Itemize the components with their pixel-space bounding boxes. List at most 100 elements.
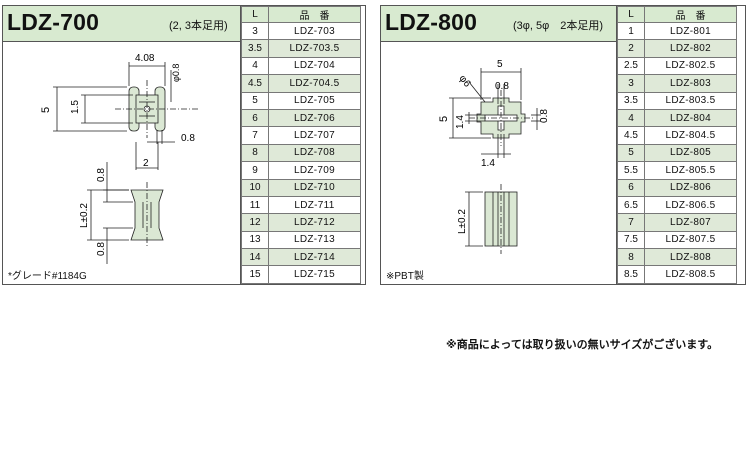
part-number-cell: LDZ-808 [644, 248, 737, 267]
length-cell: 7 [617, 213, 645, 232]
availability-footnote: ※商品によっては取り扱いの無いサイズがございます。 [446, 339, 719, 351]
ldz-800-col-l: L [617, 6, 645, 23]
part-number-cell: LDZ-712 [268, 213, 361, 232]
ldz-700-dim-bot: 0.8 [96, 242, 107, 256]
ldz-800-header: LDZ-800 (3φ, 5φ 2本足用) [381, 6, 616, 42]
part-number-cell: LDZ-704 [268, 56, 361, 76]
part-number-cell: LDZ-805 [644, 143, 737, 163]
ldz-700-title: LDZ-700 [7, 9, 100, 35]
length-cell: 9 [241, 161, 269, 180]
part-number-cell: LDZ-706 [268, 108, 361, 128]
length-cell: 7 [241, 126, 269, 145]
ldz-800-divider [616, 6, 617, 284]
ldz-700-dim-t: 0.8 [181, 133, 195, 144]
ldz-800-drawing: 5 0.8 φ6 5 1.4 1.4 0.8 L±0.2 [438, 59, 550, 254]
length-cell: 5 [617, 143, 645, 163]
ldz-700-dim-s: 1.5 [70, 100, 81, 114]
part-number-cell: LDZ-806.5 [644, 195, 737, 215]
length-cell: 2 [617, 39, 645, 58]
ldz-800-title: LDZ-800 [385, 9, 478, 35]
length-cell: 1 [617, 21, 645, 41]
length-cell: 10 [241, 178, 269, 197]
ldz-700-dim-w: 4.08 [135, 53, 155, 64]
ldz-700-dim-top: 0.8 [96, 168, 107, 182]
length-cell: 5 [241, 91, 269, 110]
part-number-cell: LDZ-704.5 [268, 74, 361, 93]
length-cell: 14 [241, 248, 269, 267]
ldz-800-panel: LDZ-800 (3φ, 5φ 2本足用) [380, 5, 746, 285]
length-cell: 11 [241, 195, 269, 215]
ldz-700-subtitle: (2, 3本足用) [169, 20, 228, 32]
length-cell: 7.5 [617, 230, 645, 250]
length-cell: 3 [241, 21, 269, 41]
part-number-cell: LDZ-805.5 [644, 161, 737, 180]
ldz-800-subtitle: (3φ, 5φ 2本足用) [513, 20, 604, 32]
ldz-800-dim-h: 5 [438, 116, 450, 122]
part-number-cell: LDZ-807.5 [644, 230, 737, 250]
ldz-800-dim-L: L±0.2 [457, 209, 468, 234]
length-cell: 2.5 [617, 56, 645, 76]
ldz-700-col-l: L [241, 6, 269, 23]
ldz-800-dim-a: 1.4 [455, 115, 466, 129]
length-cell: 13 [241, 230, 269, 250]
length-cell: 15 [241, 265, 269, 284]
length-cell: 8 [241, 143, 269, 163]
length-cell: 4.5 [617, 126, 645, 145]
length-cell: 4.5 [241, 74, 269, 93]
ldz-700-col-part: 品 番 [268, 6, 361, 23]
part-number-cell: LDZ-703.5 [268, 39, 361, 58]
length-cell: 3.5 [241, 39, 269, 58]
length-cell: 4 [241, 56, 269, 76]
ldz-700-dim-L: L±0.2 [79, 203, 90, 228]
length-cell: 6.5 [617, 195, 645, 215]
part-number-cell: LDZ-808.5 [644, 265, 737, 284]
part-number-cell: LDZ-711 [268, 195, 361, 215]
part-number-cell: LDZ-714 [268, 248, 361, 267]
part-number-cell: LDZ-804.5 [644, 126, 737, 145]
length-cell: 8 [617, 248, 645, 267]
ldz-800-dim-d: φ6 [457, 73, 473, 90]
part-number-cell: LDZ-804 [644, 108, 737, 128]
part-number-cell: LDZ-803.5 [644, 91, 737, 110]
length-cell: 3.5 [617, 91, 645, 110]
ldz-800-dim-b: 1.4 [481, 158, 495, 169]
ldz-700-panel: LDZ-700 (2, 3本足用) [2, 5, 366, 285]
ldz-700-dim-g: 2 [143, 158, 149, 169]
ldz-800-dim-w: 5 [497, 59, 503, 70]
ldz-800-dim-e: 0.8 [539, 109, 550, 123]
part-number-cell: LDZ-801 [644, 21, 737, 41]
part-number-cell: LDZ-707 [268, 126, 361, 145]
ldz-800-note: ※PBT製 [386, 271, 424, 282]
part-number-cell: LDZ-713 [268, 230, 361, 250]
length-cell: 12 [241, 213, 269, 232]
length-cell: 5.5 [617, 161, 645, 180]
ldz-800-col-part: 品 番 [644, 6, 737, 23]
part-number-cell: LDZ-807 [644, 213, 737, 232]
